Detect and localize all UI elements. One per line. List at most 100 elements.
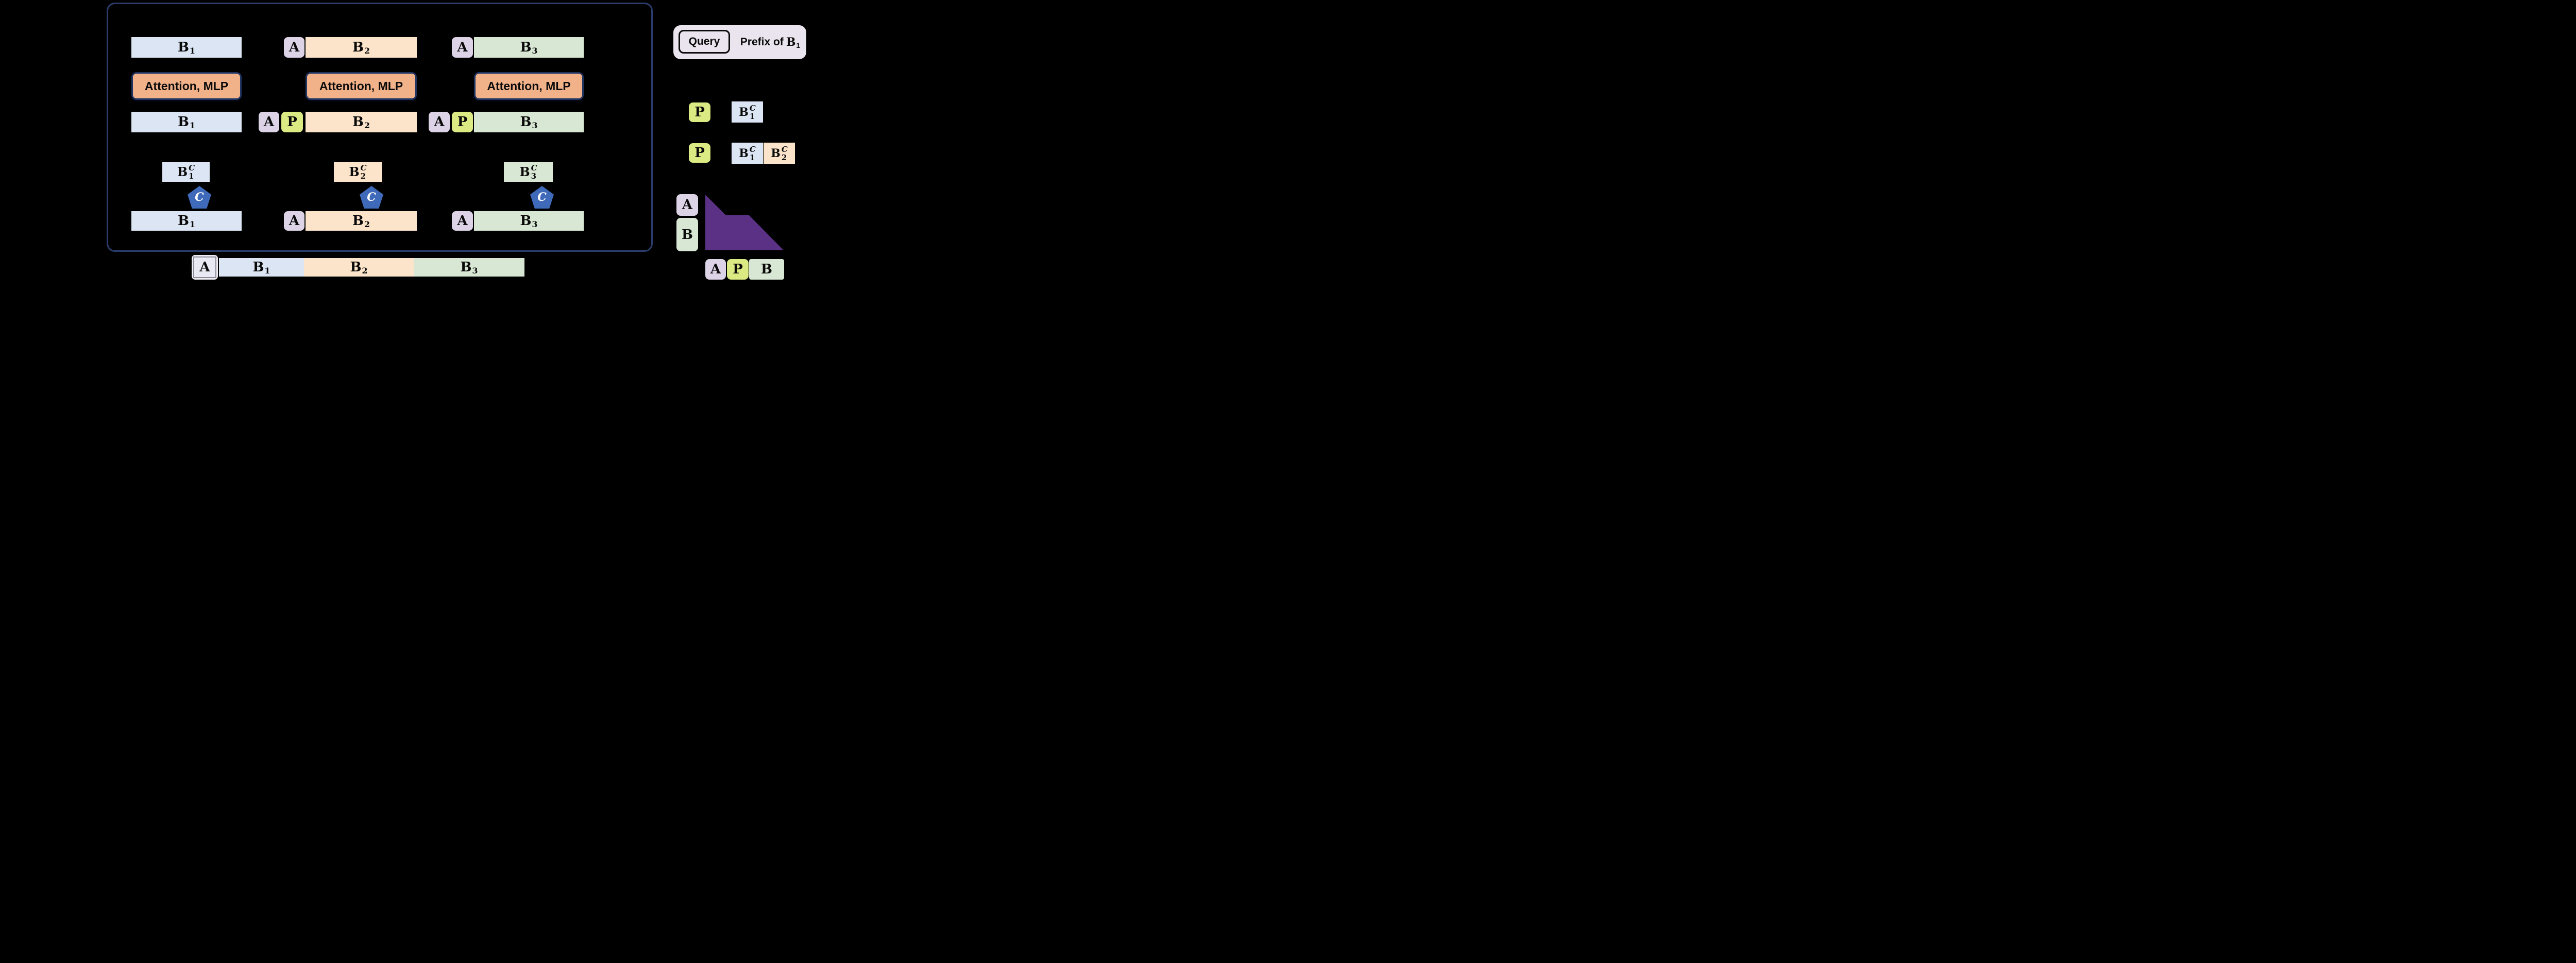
col3-mid-anchor-token: A — [429, 112, 450, 132]
block-superscript: C — [749, 144, 756, 154]
prefix-letter: P — [287, 114, 297, 130]
block-letter: B — [349, 164, 360, 179]
block-letter: B — [771, 146, 781, 160]
col3-top-anchor-token: A — [452, 37, 473, 58]
prefix-letter: P — [457, 114, 468, 130]
block-letter: B — [786, 36, 796, 49]
attention-mlp-label: Attention, MLP — [487, 79, 571, 93]
block-subscript: 1 — [749, 111, 755, 121]
block-superscript: C — [531, 163, 537, 173]
mask-query-row-b: B — [676, 218, 698, 251]
block-subscript: 1 — [796, 41, 801, 49]
legend-prefix-token-1: P — [689, 102, 710, 122]
col2-top-anchor-token: A — [284, 37, 304, 58]
attention-mask-shape — [705, 195, 784, 250]
block-letter: B — [761, 262, 772, 277]
legend-prefix-token-2: P — [689, 143, 710, 163]
prefix-letter: P — [694, 145, 705, 161]
anchor-letter: A — [199, 260, 210, 275]
sequence-anchor-highlight: A — [192, 255, 218, 280]
compress-label: C — [367, 191, 376, 204]
anchor-letter: A — [263, 114, 275, 130]
anchor-letter: A — [289, 213, 300, 229]
block-letter: B — [520, 213, 532, 229]
mask-row-label: A — [682, 197, 693, 213]
block-superscript: C — [360, 163, 367, 173]
block-letter: B — [520, 114, 532, 130]
mask-row-label: B — [682, 227, 693, 243]
block-superscript: C — [749, 103, 756, 113]
block-subscript: 3 — [532, 219, 538, 229]
block-superscript: C — [781, 144, 788, 154]
block-subscript: 1 — [189, 46, 196, 56]
block-letter: B — [739, 105, 749, 119]
sequence-anchor-token: A — [193, 256, 216, 278]
attention-mlp-label: Attention, MLP — [144, 79, 229, 93]
anchor-letter: A — [457, 213, 468, 229]
block-subscript: 2 — [364, 121, 370, 130]
block-subscript: 1 — [189, 121, 196, 130]
attention-mlp-label: Attention, MLP — [319, 79, 403, 93]
compress-label: C — [195, 191, 204, 204]
block-letter: B — [519, 164, 530, 179]
anchor-letter: A — [710, 262, 721, 277]
attention-mlp-box-2: Attention, MLP — [306, 72, 417, 100]
col3-bottom-anchor-token: A — [452, 211, 473, 231]
query-label: Query — [688, 36, 720, 47]
attention-mlp-box-3: Attention, MLP — [474, 72, 584, 100]
anchor-letter: A — [289, 40, 300, 55]
block-letter: B — [739, 146, 749, 160]
mask-key-prefix-token: P — [727, 259, 749, 280]
block-subscript: 1 — [189, 171, 194, 181]
mask-query-row-a: A — [676, 194, 698, 216]
mask-key-anchor-token: A — [705, 259, 726, 280]
block-subscript: 2 — [364, 46, 370, 56]
block-subscript: 1 — [749, 152, 755, 162]
prefix-letter: P — [694, 105, 705, 120]
col2-mid-prefix-token: P — [281, 112, 303, 132]
block-subscript: 2 — [360, 171, 366, 181]
block-letter: B — [177, 114, 189, 130]
block-subscript: 2 — [362, 266, 368, 276]
block-superscript: C — [189, 163, 195, 173]
col2-mid-anchor-token: A — [259, 112, 279, 132]
block-letter: B — [177, 213, 189, 229]
block-letter: B — [520, 40, 532, 55]
prefix-letter: P — [733, 262, 743, 277]
block-subscript: 1 — [264, 266, 270, 276]
query-box: Query — [679, 30, 730, 54]
mask-key-block-token: B — [749, 259, 784, 280]
block-subscript: 3 — [531, 171, 537, 181]
block-subscript: 3 — [532, 121, 538, 130]
block-letter: B — [460, 260, 472, 275]
block-letter: B — [350, 260, 362, 275]
block-letter: B — [177, 40, 189, 55]
block-subscript: 2 — [364, 219, 370, 229]
block-letter: B — [352, 114, 364, 130]
block-letter: B — [252, 260, 264, 275]
col2-bottom-anchor-token: A — [284, 211, 304, 231]
block-letter: B — [177, 164, 188, 179]
block-subscript: 2 — [781, 152, 787, 162]
block-letter: B — [352, 40, 364, 55]
main-panel-border — [107, 3, 653, 252]
